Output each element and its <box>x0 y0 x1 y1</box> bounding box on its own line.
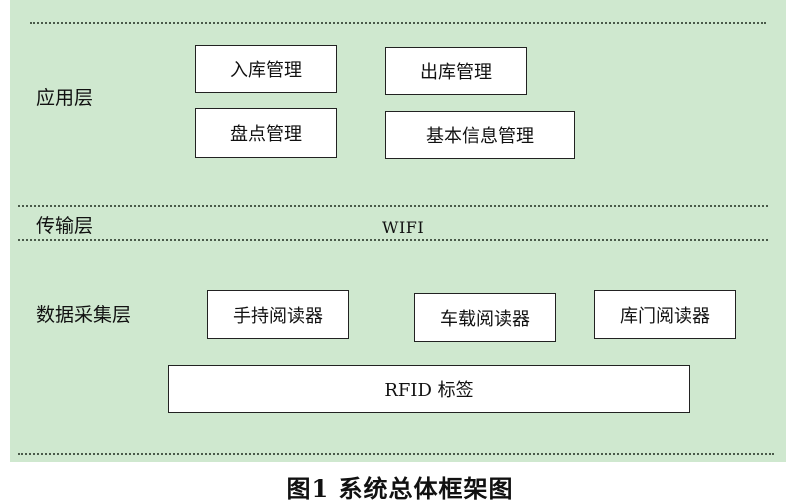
rfid-tag-box: RFID 标签 <box>168 365 690 413</box>
separator-bottom <box>18 453 774 455</box>
gate-reader-box: 库门阅读器 <box>594 290 736 339</box>
handheld-reader-box: 手持阅读器 <box>207 290 349 339</box>
transport-technology-label: WIFI <box>382 218 425 237</box>
separator-app-transport <box>18 205 768 207</box>
transport-layer-label: 传输层 <box>36 215 94 237</box>
application-layer-label: 应用层 <box>36 87 94 109</box>
separator-transport-collection <box>18 239 768 241</box>
vehicle-reader-box: 车载阅读器 <box>414 293 556 342</box>
figure-caption: 图1 系统总体框架图 <box>286 474 514 503</box>
module-outbound-management: 出库管理 <box>385 47 527 95</box>
separator-top <box>30 22 766 24</box>
module-inventory-check: 盘点管理 <box>195 108 337 158</box>
module-inbound-management: 入库管理 <box>195 45 337 93</box>
module-basic-info-management: 基本信息管理 <box>385 111 575 159</box>
collection-layer-label: 数据采集层 <box>36 304 132 326</box>
